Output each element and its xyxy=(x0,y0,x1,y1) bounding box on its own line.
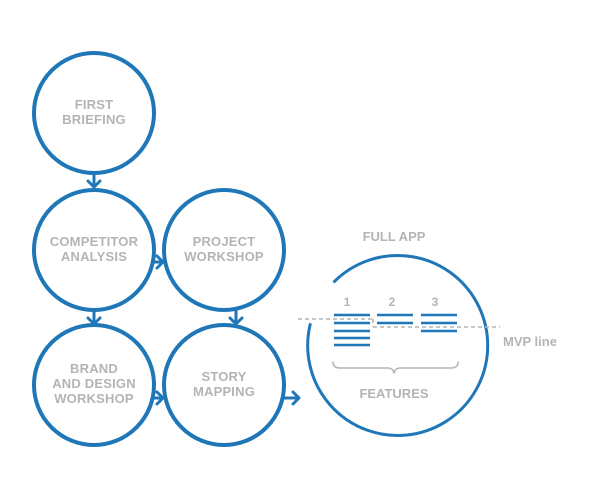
arrow-right-icon xyxy=(282,390,301,406)
full-app-ring xyxy=(306,253,490,437)
node-line: BRIEFING xyxy=(62,112,126,127)
flow-arrows xyxy=(86,171,301,406)
column-number-1: 1 xyxy=(344,295,351,309)
node-line: STORY xyxy=(201,369,246,384)
node-line: PROJECT xyxy=(193,234,256,249)
arrow-down-icon xyxy=(228,308,244,326)
node-line: FIRST xyxy=(75,97,114,112)
arrow-down-icon xyxy=(86,171,102,189)
node-line: WORKSHOP xyxy=(184,249,264,264)
features-brace xyxy=(332,361,459,374)
node-circle xyxy=(162,323,286,447)
node-circle xyxy=(162,188,286,312)
features-label: FEATURES xyxy=(359,386,428,401)
node-story-mapping: STORY MAPPING xyxy=(162,323,286,447)
arrow-down-icon xyxy=(86,308,102,326)
full-app-title: FULL APP xyxy=(363,229,426,244)
arrow-right-icon xyxy=(152,390,165,406)
feature-column-1 xyxy=(334,313,370,347)
node-brand-design-workshop: BRAND AND DESIGN WORKSHOP xyxy=(32,323,156,447)
node-competitor-analysis: COMPETITOR ANALYSIS xyxy=(32,188,156,312)
column-number-3: 3 xyxy=(432,295,439,309)
node-line: BRAND xyxy=(70,361,118,376)
arrow-right-icon xyxy=(152,254,165,270)
full-app-group: FULL APP 1 2 3 MVP line xyxy=(298,229,557,437)
node-line: COMPETITOR xyxy=(50,234,139,249)
node-first-briefing: FIRST BRIEFING xyxy=(32,51,156,175)
node-line: WORKSHOP xyxy=(54,391,134,406)
mvp-line-label: MVP line xyxy=(503,334,557,349)
node-line: ANALYSIS xyxy=(61,249,127,264)
column-number-2: 2 xyxy=(389,295,396,309)
node-project-workshop: PROJECT WORKSHOP xyxy=(162,188,286,312)
feature-column-2 xyxy=(377,313,413,325)
node-line: AND DESIGN xyxy=(52,376,136,391)
feature-column-3 xyxy=(421,313,457,333)
node-line: MAPPING xyxy=(193,384,255,399)
